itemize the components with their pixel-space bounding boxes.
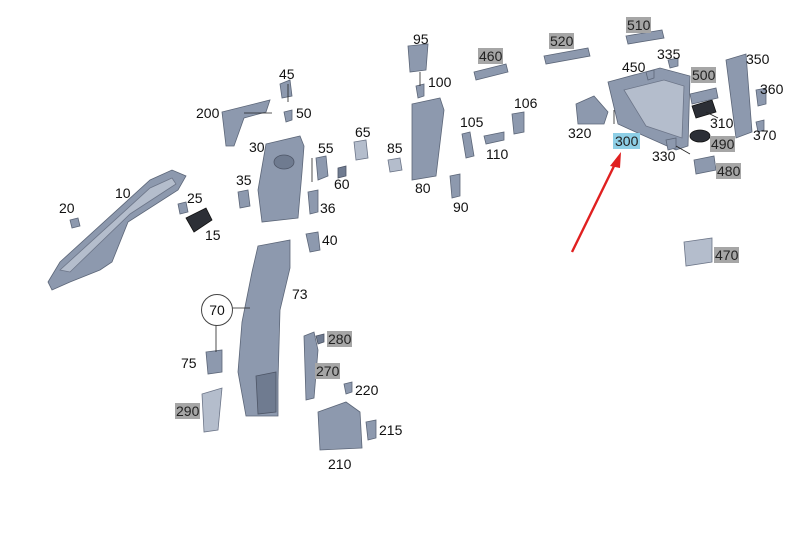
label-520[interactable]: 520 xyxy=(549,33,575,49)
label-470[interactable]: 470 xyxy=(714,247,740,263)
label-220[interactable]: 220 xyxy=(355,382,379,398)
label-280[interactable]: 280 xyxy=(327,331,353,347)
label-320[interactable]: 320 xyxy=(568,125,592,141)
part-310-black-cover[interactable] xyxy=(691,99,717,119)
part-360-clip[interactable] xyxy=(755,87,767,107)
part-320-cover[interactable] xyxy=(575,95,609,125)
part-210-cover[interactable] xyxy=(317,401,363,451)
part-36-clip[interactable] xyxy=(307,189,319,215)
label-80[interactable]: 80 xyxy=(415,180,431,196)
label-65[interactable]: 65 xyxy=(355,124,371,140)
label-270[interactable]: 270 xyxy=(315,363,341,379)
part-280-clip[interactable] xyxy=(315,333,325,345)
label-310[interactable]: 310 xyxy=(710,115,734,131)
label-20[interactable]: 20 xyxy=(59,200,75,216)
part-100-screw[interactable] xyxy=(415,83,425,99)
part-30-upper-trim[interactable] xyxy=(257,135,305,223)
label-370[interactable]: 370 xyxy=(753,127,777,143)
label-460[interactable]: 460 xyxy=(478,48,504,64)
label-40[interactable]: 40 xyxy=(322,232,338,248)
label-480[interactable]: 480 xyxy=(716,163,742,179)
label-215[interactable]: 215 xyxy=(379,422,403,438)
part-500-cover[interactable] xyxy=(689,87,719,105)
part-490-black-cap[interactable] xyxy=(689,129,711,143)
part-110-screw[interactable] xyxy=(483,131,505,145)
part-335-clip[interactable] xyxy=(667,57,679,69)
part-290-cover[interactable] xyxy=(201,387,223,433)
label-85[interactable]: 85 xyxy=(387,140,403,156)
label-36[interactable]: 36 xyxy=(320,200,336,216)
red-arrow-indicator xyxy=(570,152,621,253)
part-50-screw[interactable] xyxy=(283,109,293,123)
label-25[interactable]: 25 xyxy=(187,190,203,206)
part-105-clip[interactable] xyxy=(461,131,475,159)
part-470-cover[interactable] xyxy=(683,237,713,267)
part-330-clip[interactable] xyxy=(665,137,677,151)
label-300-highlighted[interactable]: 300 xyxy=(613,133,641,149)
label-210[interactable]: 210 xyxy=(328,456,352,472)
part-350-trim-strip[interactable] xyxy=(725,53,753,139)
label-90[interactable]: 90 xyxy=(453,199,469,215)
label-510[interactable]: 510 xyxy=(626,17,652,33)
part-85-bracket[interactable] xyxy=(387,157,403,173)
label-330[interactable]: 330 xyxy=(652,148,676,164)
part-80-pillar-trim[interactable] xyxy=(411,97,445,181)
label-30[interactable]: 30 xyxy=(249,139,265,155)
part-460-handle[interactable] xyxy=(473,63,509,81)
part-215-clip[interactable] xyxy=(365,419,377,441)
label-15[interactable]: 15 xyxy=(205,227,221,243)
label-450[interactable]: 450 xyxy=(622,59,646,75)
part-45-clip[interactable] xyxy=(279,79,293,99)
part-73-lower-trim[interactable] xyxy=(237,239,291,417)
label-360[interactable]: 360 xyxy=(760,81,784,97)
part-370-clip[interactable] xyxy=(755,119,765,133)
part-200-bracket[interactable] xyxy=(221,99,271,147)
label-500[interactable]: 500 xyxy=(691,67,717,83)
part-90-clip[interactable] xyxy=(449,173,461,199)
label-75[interactable]: 75 xyxy=(181,355,197,371)
part-106-bracket[interactable] xyxy=(511,111,525,135)
part-520-handle[interactable] xyxy=(543,47,591,65)
label-335[interactable]: 335 xyxy=(657,46,681,62)
part-450-clip[interactable] xyxy=(645,69,655,81)
label-290[interactable]: 290 xyxy=(175,403,201,419)
label-50[interactable]: 50 xyxy=(296,105,312,121)
label-100[interactable]: 100 xyxy=(428,74,452,90)
label-110[interactable]: 110 xyxy=(486,146,509,162)
part-60-clip[interactable] xyxy=(337,165,347,179)
label-95[interactable]: 95 xyxy=(413,31,429,47)
part-480-cover[interactable] xyxy=(693,155,717,175)
label-73[interactable]: 73 xyxy=(292,286,308,302)
part-220-clip[interactable] xyxy=(343,381,353,395)
label-45[interactable]: 45 xyxy=(279,66,295,82)
label-105[interactable]: 105 xyxy=(460,114,484,130)
part-75-bracket[interactable] xyxy=(205,349,223,375)
label-490[interactable]: 490 xyxy=(710,136,736,152)
part-55-bracket[interactable] xyxy=(315,155,329,181)
label-70-circle[interactable]: 70 xyxy=(201,294,233,326)
part-20-clip[interactable] xyxy=(69,217,81,229)
part-65-bracket[interactable] xyxy=(353,139,369,161)
label-35[interactable]: 35 xyxy=(236,172,252,188)
label-55[interactable]: 55 xyxy=(318,140,334,156)
part-15-black-cover[interactable] xyxy=(185,207,213,233)
label-60[interactable]: 60 xyxy=(334,176,350,192)
part-95-clip[interactable] xyxy=(407,43,429,73)
label-200[interactable]: 200 xyxy=(196,105,220,121)
part-40-clip[interactable] xyxy=(305,231,321,253)
label-10[interactable]: 10 xyxy=(115,185,131,201)
part-25-clip[interactable] xyxy=(177,201,189,215)
label-350[interactable]: 350 xyxy=(746,51,770,67)
label-106[interactable]: 106 xyxy=(514,95,538,111)
part-35-clip[interactable] xyxy=(237,189,251,209)
